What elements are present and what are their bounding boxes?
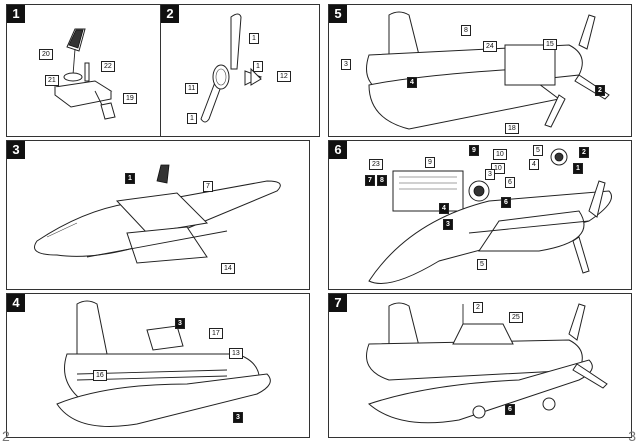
callout-10: 10 xyxy=(493,149,507,160)
callout-20: 20 xyxy=(39,49,53,60)
callout-1: 1 xyxy=(573,163,583,174)
panel-step-6: 6 9 10 5 2 23 9 10 4 7 8 3 6 1 4 3 6 5 xyxy=(328,140,632,290)
callout-14: 14 xyxy=(221,263,235,274)
panel-step-1: 1 20 21 22 19 xyxy=(6,4,161,137)
callout-9b: 9 xyxy=(425,157,435,168)
callout-25: 25 xyxy=(509,312,523,323)
callout-2: 2 xyxy=(473,302,483,313)
panel-step-3: 3 1 7 14 xyxy=(6,140,310,290)
wing-seat-drawing xyxy=(34,164,281,264)
callout-11: 11 xyxy=(185,83,199,94)
callout-4: 4 xyxy=(407,77,417,88)
page-number-right: 3 xyxy=(628,428,636,444)
callout-24: 24 xyxy=(483,41,497,52)
callout-16: 16 xyxy=(93,370,107,381)
callout-1b: 1 xyxy=(253,61,263,72)
callout-18: 18 xyxy=(505,123,519,134)
step-number: 4 xyxy=(7,294,25,312)
callout-3: 3 xyxy=(485,169,495,180)
page-number-left: 2 xyxy=(2,428,10,444)
callout-5b: 5 xyxy=(477,259,487,270)
callout-6: 6 xyxy=(505,177,515,188)
step-number: 7 xyxy=(329,294,347,312)
callout-19: 19 xyxy=(123,93,137,104)
callout-15: 15 xyxy=(543,39,557,50)
callout-13: 13 xyxy=(229,348,243,359)
callout-23: 23 xyxy=(369,159,383,170)
callout-9: 9 xyxy=(469,145,479,156)
callout-7: 7 xyxy=(365,175,375,186)
callout-1: 1 xyxy=(125,173,135,184)
callout-10b: 10 xyxy=(491,163,505,174)
step-number: 6 xyxy=(329,141,347,159)
callout-4: 4 xyxy=(529,159,539,170)
completed-aircraft-drawing xyxy=(366,302,608,424)
panel-step-2: 2 1 11 1 12 1 xyxy=(160,4,320,137)
callout-3: 3 xyxy=(341,59,351,70)
callout-2: 2 xyxy=(579,147,589,158)
panel-step-7: 7 2 25 6 xyxy=(328,293,632,438)
callout-4b: 4 xyxy=(439,203,449,214)
callout-1c: 1 xyxy=(187,113,197,124)
callout-2: 2 xyxy=(595,85,605,96)
callout-8: 8 xyxy=(377,175,387,186)
callout-7: 7 xyxy=(203,181,213,192)
propeller-assembly-drawing xyxy=(200,13,263,123)
step-number: 5 xyxy=(329,5,347,23)
callout-8: 8 xyxy=(461,25,471,36)
callout-3b: 3 xyxy=(443,219,453,230)
step-number: 3 xyxy=(7,141,25,159)
callout-5: 5 xyxy=(533,145,543,156)
step-number: 2 xyxy=(161,5,179,23)
callout-17: 17 xyxy=(209,328,223,339)
callout-21: 21 xyxy=(45,75,59,86)
callout-1: 1 xyxy=(249,33,259,44)
exploded-assembly-drawing xyxy=(368,148,612,284)
callout-3: 3 xyxy=(175,318,185,329)
panel-step-5: 5 8 24 15 3 4 2 18 xyxy=(328,4,632,137)
callout-6: 6 xyxy=(505,404,515,415)
callout-22: 22 xyxy=(101,61,115,72)
callout-3b: 3 xyxy=(233,412,243,423)
callout-6b: 6 xyxy=(501,197,511,208)
step-number: 1 xyxy=(7,5,25,23)
fuselage-wing-drawing xyxy=(56,300,271,427)
engine-cowl-drawing xyxy=(366,11,610,130)
seat-assembly-drawing xyxy=(53,28,116,120)
callout-12: 12 xyxy=(277,71,291,82)
panel-step-4: 4 3 17 13 16 3 xyxy=(6,293,310,438)
